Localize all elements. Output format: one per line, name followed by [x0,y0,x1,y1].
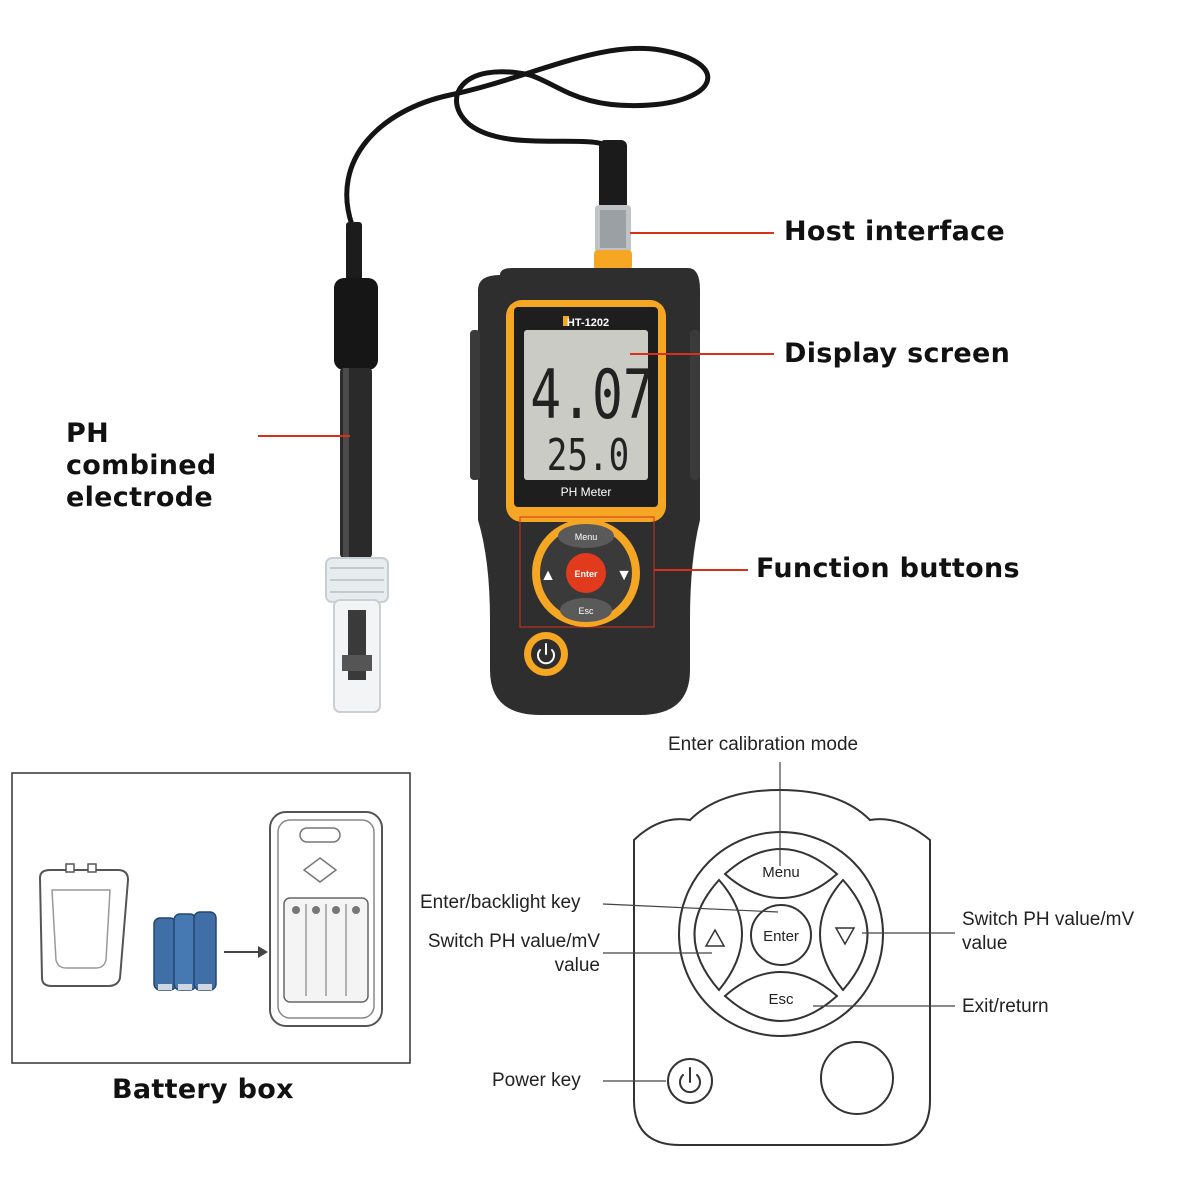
label-exit-return: Exit/return [962,996,1049,1018]
battery-box-panel [12,773,410,1063]
battery-cover-icon [40,864,128,986]
label-switch-right: Switch PH value/mV value [962,908,1152,956]
device-esc-label: Esc [578,606,594,616]
aaa-batteries-icon [154,912,216,990]
label-switch-left: Switch PH value/mV value [404,930,600,978]
ph-electrode [326,222,388,712]
device-enter-label: Enter [574,569,598,579]
callout-display-screen: Display screen [784,338,1010,369]
model-label: HT-1202 [567,317,609,329]
device-up-icon[interactable]: ▲ [540,567,556,584]
label-enter-backlight: Enter/backlight key [420,892,581,914]
probe-cable [347,48,708,225]
keypad-enter-label: Enter [763,928,799,945]
device-down-icon[interactable]: ▼ [616,567,632,584]
label-calibration-mode: Enter calibration mode [668,734,858,756]
lcd-main-reading: 4.07 [530,356,654,435]
callout-ph-electrode: PH combined electrode [66,418,266,514]
meter-body: HT-1202 4.07 25.0 PH Meter Menu Esc ▲ ▼ … [470,140,700,715]
keypad-blank-circle [821,1042,893,1114]
device-name-label: PH Meter [561,485,612,499]
battery-box-caption: Battery box [112,1074,294,1105]
meter-back-icon [270,812,382,1026]
keypad-esc-label: Esc [768,991,794,1008]
callout-host-interface: Host interface [784,216,1005,247]
device-menu-label: Menu [575,532,598,542]
label-power-key: Power key [492,1070,581,1092]
lcd-temp-reading: 25.0 [547,431,629,481]
keypad-menu-label: Menu [762,864,800,881]
keypad-diagram: Menu Enter Esc [634,790,930,1145]
callout-function-buttons: Function buttons [756,553,1020,584]
